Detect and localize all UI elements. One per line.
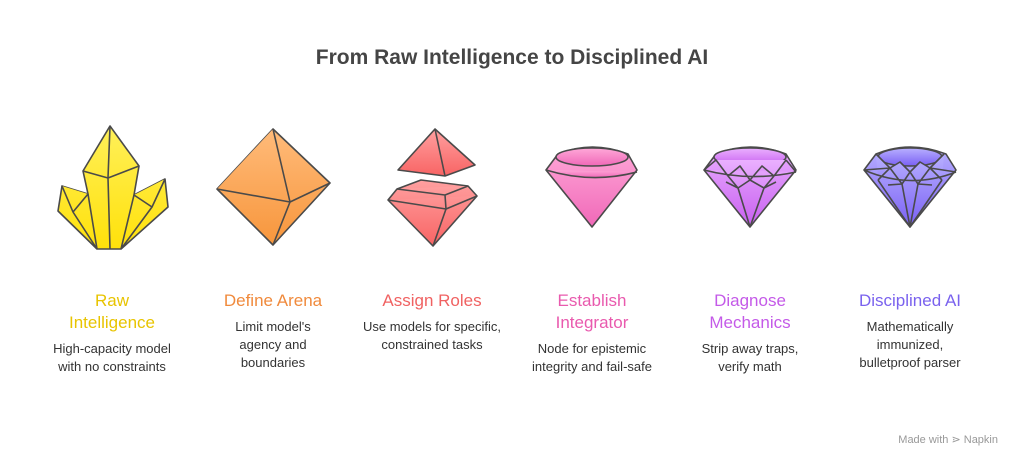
diamond-icon xyxy=(863,146,957,228)
split-gem-icon xyxy=(387,128,478,247)
step-description: Use models for specific, constrained tas… xyxy=(363,319,501,352)
step-establish-integrator: Establish Integrator Node for epistemic … xyxy=(512,290,672,376)
step-title: Assign Roles xyxy=(382,291,482,310)
step-title: Disciplined AI xyxy=(858,291,962,310)
step-title: Raw Intelligence xyxy=(68,291,155,332)
step-description: Node for epistemic integrity and fail-sa… xyxy=(532,341,652,374)
step-title: Diagnose Mechanics xyxy=(709,291,791,332)
crystal-cluster-icon xyxy=(57,125,169,250)
step-raw-intelligence: Raw Intelligence High-capacity model wit… xyxy=(32,290,192,376)
step-description: Limit model's agency and boundaries xyxy=(235,319,311,370)
faceted-gem-icon xyxy=(703,146,797,228)
napkin-watermark: Made with ⋗ Napkin xyxy=(898,434,998,446)
step-description: Strip away traps, verify math xyxy=(701,341,799,374)
step-define-arena: Define Arena Limit model's agency and bo… xyxy=(193,290,353,372)
step-disciplined-ai: Disciplined AI Mathematically immunized,… xyxy=(830,290,990,372)
step-description: High-capacity model with no constraints xyxy=(53,341,171,374)
octahedron-icon xyxy=(216,128,331,246)
step-title: Define Arena xyxy=(223,291,323,310)
simple-gem-icon xyxy=(545,146,638,228)
step-diagnose-mechanics: Diagnose Mechanics Strip away traps, ver… xyxy=(670,290,830,376)
step-title: Establish Integrator xyxy=(555,291,629,332)
step-description: Mathematically immunized, bulletproof pa… xyxy=(859,319,961,370)
step-assign-roles: Assign Roles Use models for specific, co… xyxy=(352,290,512,354)
page-title: From Raw Intelligence to Disciplined AI xyxy=(315,46,709,69)
